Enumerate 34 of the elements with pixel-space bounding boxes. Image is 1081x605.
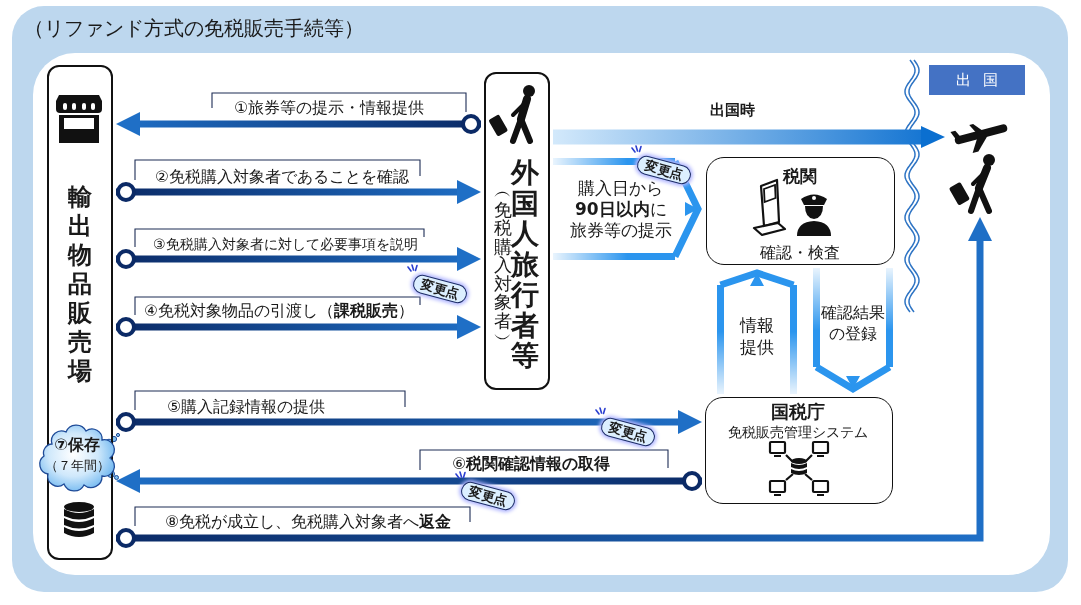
chevron-arrow — [553, 158, 702, 260]
arrow — [116, 247, 481, 271]
edge-label: 出国時 — [708, 100, 757, 120]
arrow — [116, 315, 481, 339]
edge-label: ②免税購入対象者であることを確認 — [153, 167, 411, 187]
traveler-note: ︵免税購入対象者︶ — [493, 182, 512, 349]
edge-label: ⑥税関確認情報の取得 — [450, 454, 613, 474]
edge-label: 情報提供 — [738, 313, 775, 358]
edge-label: ⑤購入記録情報の提供 — [165, 397, 328, 417]
heading: 税関 — [782, 165, 817, 187]
agency-box — [705, 397, 893, 504]
departure-banner: 出国 — [929, 65, 1025, 95]
arrow — [116, 410, 702, 434]
title: （リファンド方式の免税販売手続等） — [24, 15, 364, 41]
storage-label: ⑦保存 — [54, 435, 100, 455]
heading: 国税庁 — [771, 401, 826, 423]
arrow — [553, 126, 945, 148]
arrow — [116, 112, 481, 136]
arrow — [116, 180, 481, 204]
edge-label: 確認結果の登録 — [821, 303, 885, 345]
arrow — [116, 217, 992, 548]
edge-label: ③免税購入対象者に対して必要事項を説明 — [151, 234, 420, 254]
traveler-panel — [484, 72, 550, 390]
customs-box — [706, 157, 895, 265]
store-name: 輸出物品販売場 — [67, 183, 92, 386]
duration-label: （７年間） — [44, 457, 110, 475]
arrow — [116, 469, 702, 493]
edge-label: ①旅券等の提示・情報提供 — [232, 98, 427, 118]
thought-cloud — [38, 424, 116, 490]
system-name: 免税販売管理システム — [728, 423, 869, 441]
edge-label: ⑧免税が成立し、免税購入対象者へ返金 — [163, 512, 454, 532]
store-panel — [47, 65, 113, 560]
chevron-arrow — [717, 269, 797, 394]
caption-text: 確認・検査 — [759, 243, 840, 263]
